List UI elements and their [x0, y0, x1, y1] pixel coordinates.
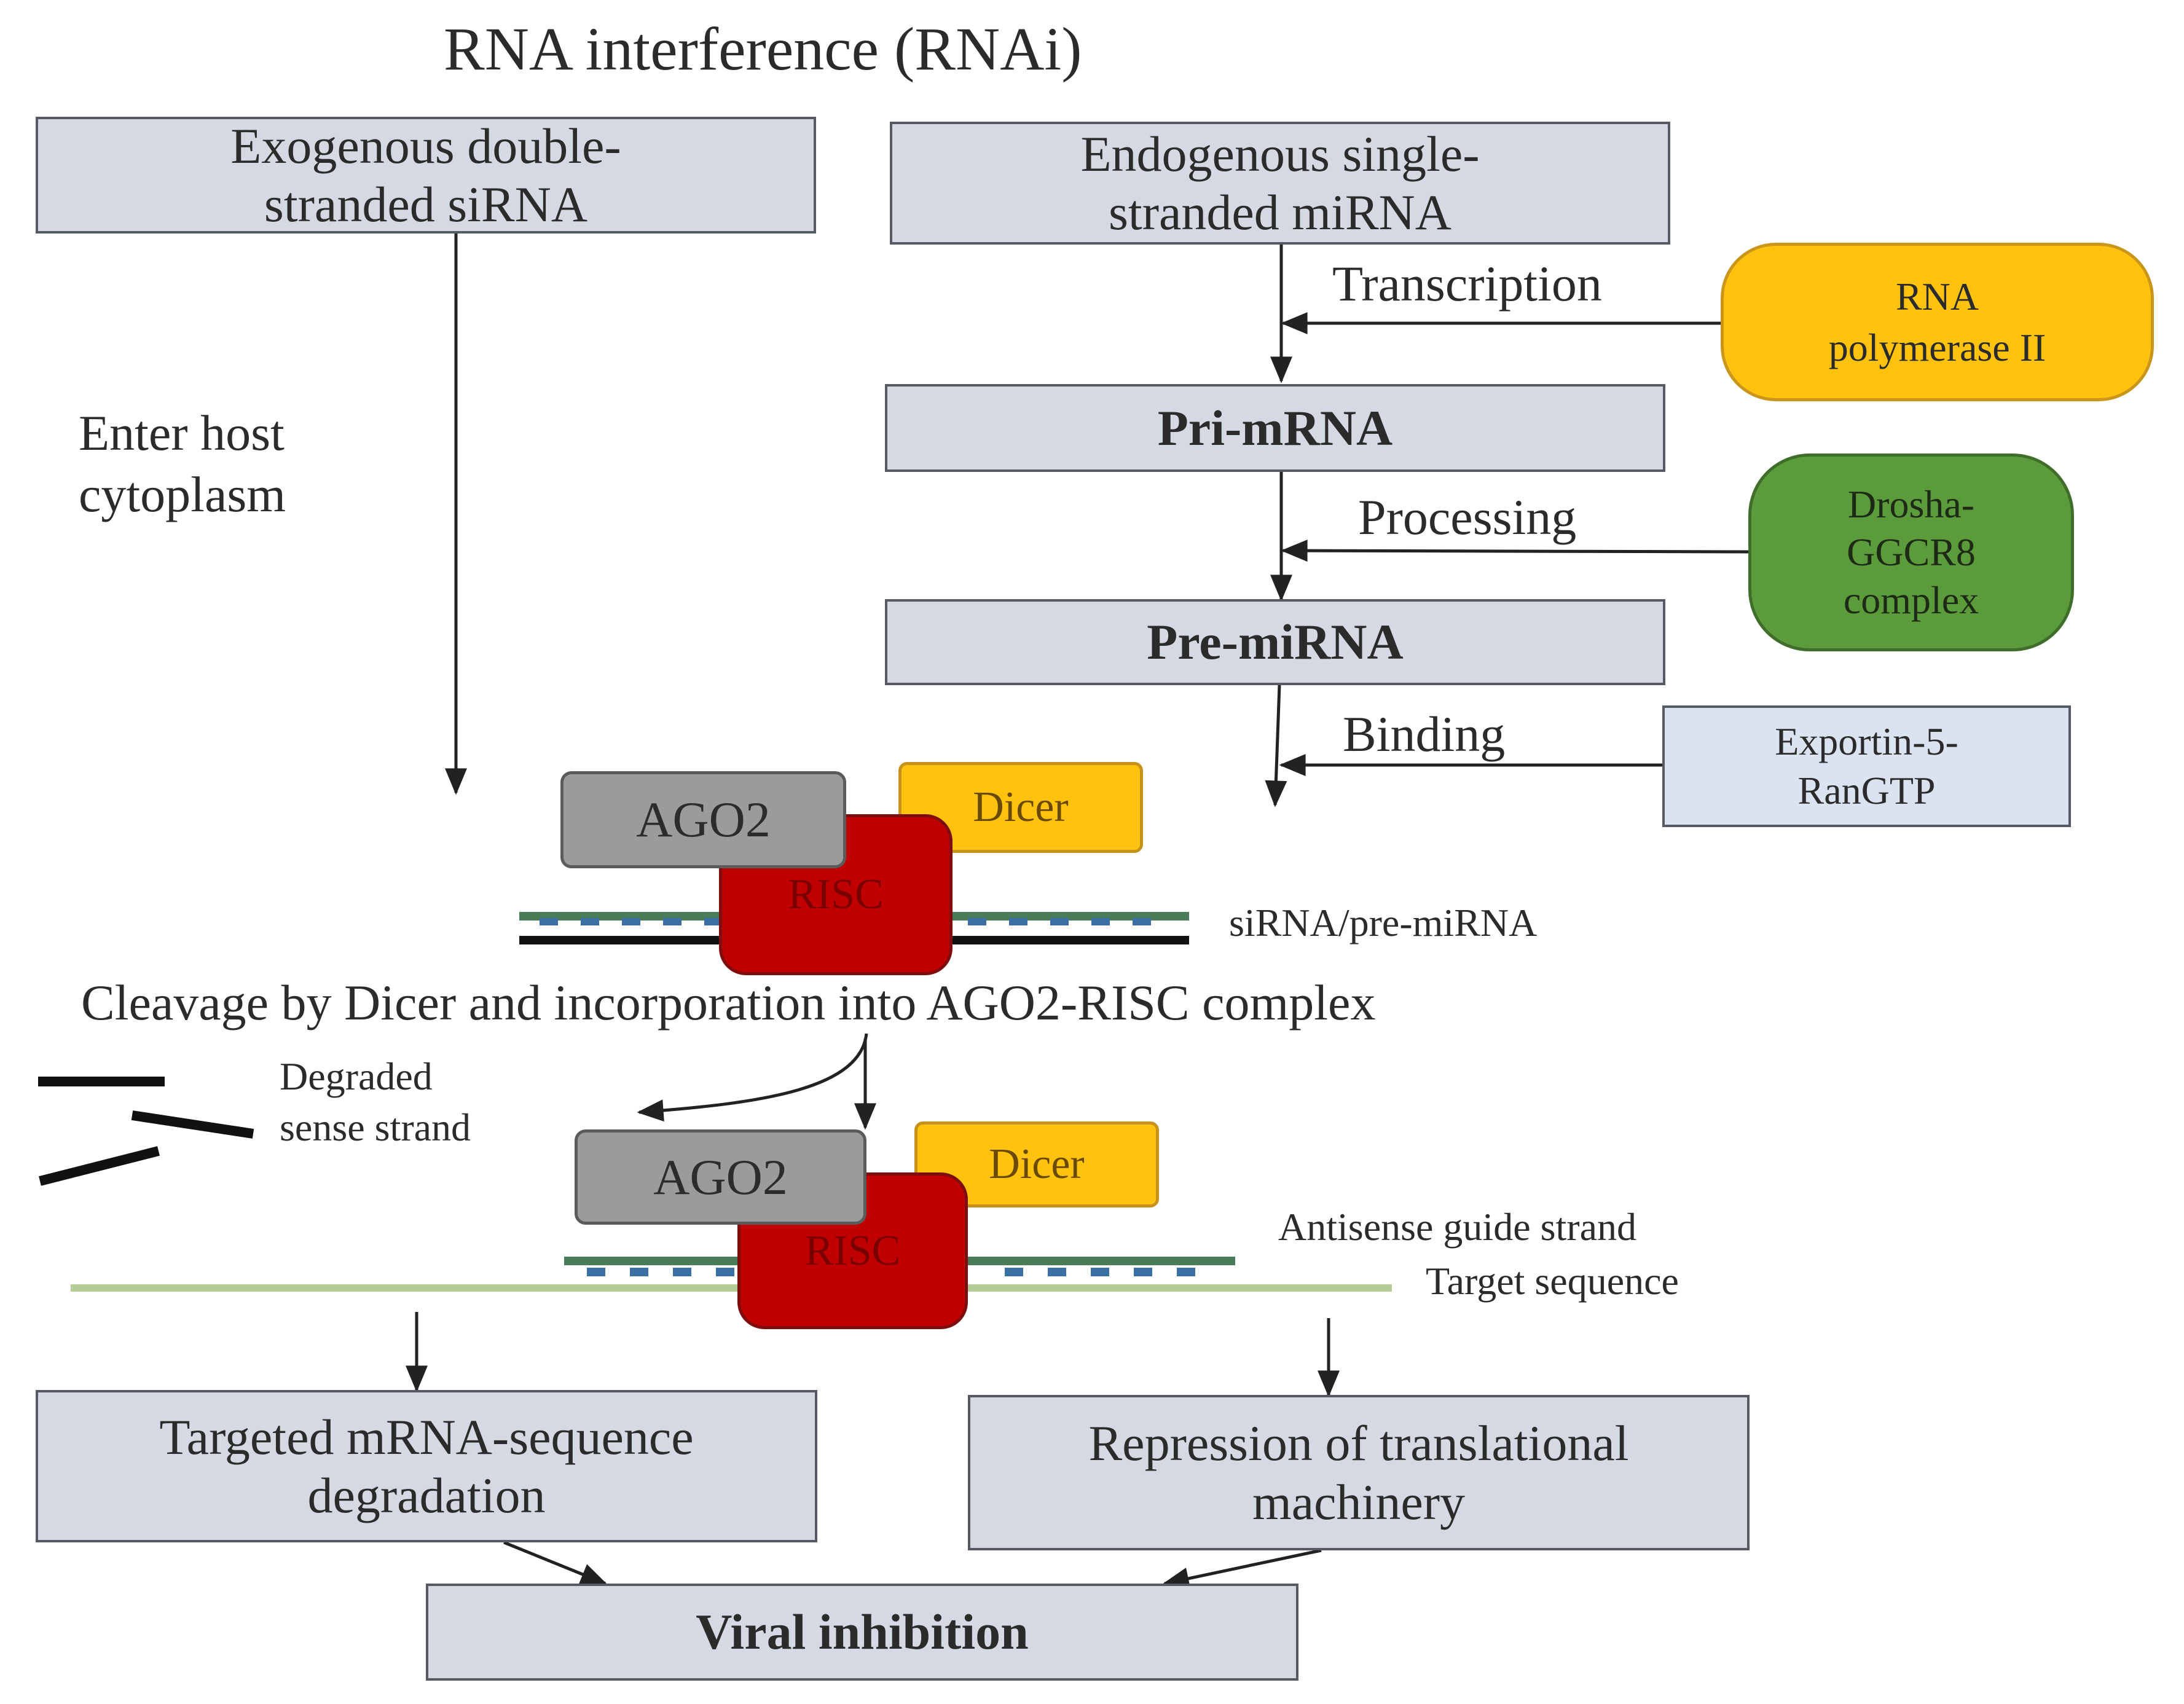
targeted-degradation-box: Targeted mRNA-sequence degradation	[36, 1390, 817, 1542]
diagram-title: RNA interference (RNAi)	[444, 15, 1082, 83]
degraded-fragment-3	[39, 1146, 160, 1186]
arrow-degradation-to-viral	[503, 1541, 608, 1585]
target-sequence-label: Target sequence	[1426, 1259, 1679, 1303]
sirna-pre-mirna-label: siRNA/pre-miRNA	[1229, 901, 1538, 944]
degraded-sense-strand-label: Degraded sense strand	[280, 1054, 471, 1150]
enter-cytoplasm-label: Enter host cytoplasm	[79, 405, 286, 523]
degraded-fragment-2	[131, 1110, 254, 1139]
ago2-top: AGO2	[560, 771, 846, 868]
binding-label: Binding	[1343, 706, 1506, 762]
drosha-complex-node: Drosha- GGCR8 complex	[1748, 453, 2074, 651]
transcription-label: Transcription	[1332, 256, 1602, 312]
arrow-drosha-processing	[1281, 540, 1749, 562]
arrow-to-degraded	[637, 1033, 868, 1122]
antisense-guide-strand-label: Antisense guide strand	[1278, 1205, 1636, 1249]
translational-repression-box: Repression of translational machinery	[968, 1395, 1750, 1550]
rna-polymerase-ii-node: RNA polymerase II	[1721, 243, 2154, 401]
endogenous-mirna-box: Endogenous single- stranded miRNA	[890, 122, 1670, 245]
arrow-pre-to-complex	[1265, 685, 1287, 807]
viral-inhibition-box: Viral inhibition	[426, 1584, 1298, 1681]
arrow-repression-to-viral	[1162, 1549, 1322, 1590]
exogenous-sirna-box: Exogenous double- stranded siRNA	[36, 117, 816, 234]
ago2-bottom: AGO2	[575, 1129, 866, 1225]
pre-mirna-box: Pre-miRNA	[885, 599, 1665, 685]
cleavage-caption: Cleavage by Dicer and incorporation into…	[81, 975, 1376, 1031]
exportin-ranGTP-node: Exportin-5- RanGTP	[1662, 705, 2071, 827]
processing-label: Processing	[1358, 489, 1577, 545]
pri-mrna-box: Pri-mRNA	[885, 384, 1665, 472]
